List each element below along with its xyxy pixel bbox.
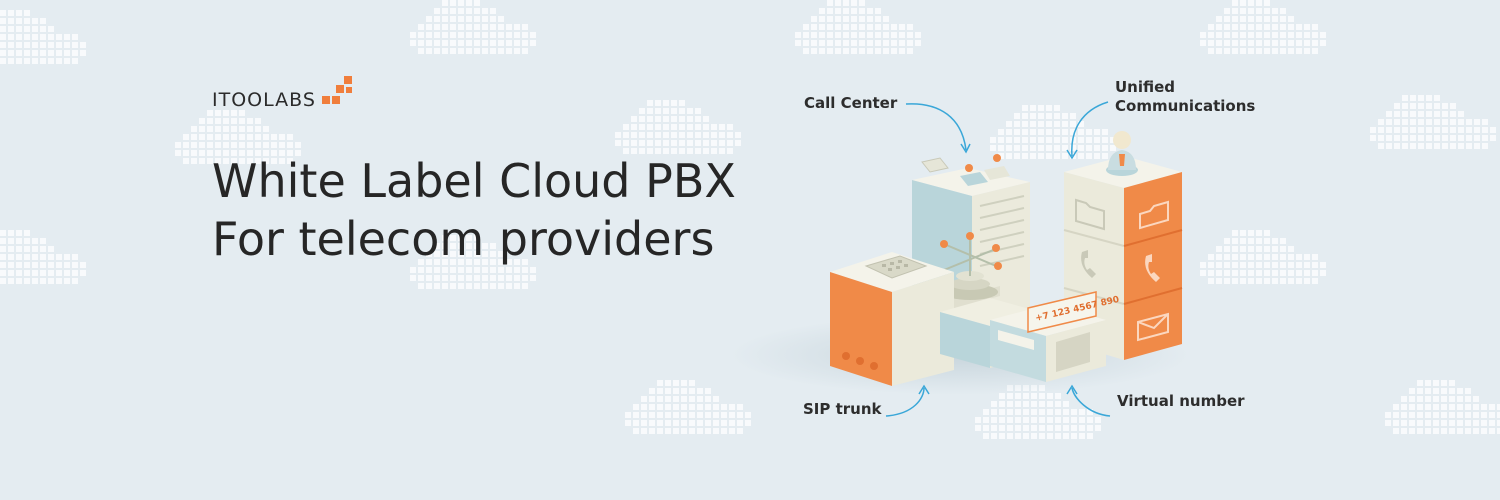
cloud-icon [1200, 0, 1326, 54]
cloud-icon [615, 100, 741, 154]
headline-line-2: For telecom providers [212, 212, 715, 266]
antenna [940, 232, 1002, 310]
cloud-icon [410, 0, 536, 54]
cloud-icon [975, 385, 1101, 439]
cloud-icon [0, 10, 86, 64]
logo-text: ITOOLABS [212, 89, 316, 111]
folder-icon [1075, 198, 1169, 231]
person-icon [1106, 131, 1138, 176]
cloud-icon [625, 380, 751, 434]
label-virtual-number: Virtual number [1117, 392, 1245, 410]
label-sip-trunk: SIP trunk [803, 400, 882, 418]
callout-arrows [885, 101, 1111, 417]
cloud-icon [1200, 230, 1326, 284]
logo: ITOOLABS [212, 76, 354, 110]
cloud-icon [795, 0, 921, 54]
envelope-icon [1137, 312, 1169, 342]
cloud-icon [1385, 380, 1500, 434]
phone-icon [1081, 250, 1160, 282]
headline-line-1: White Label Cloud PBX [212, 154, 736, 208]
logo-mark-icon [321, 76, 352, 104]
cloud-icon [410, 235, 536, 289]
virtual-number-building: +7 123 4567 890 [990, 291, 1120, 382]
cloud-icon [0, 230, 86, 284]
headline: White Label Cloud PBX For telecom provid… [212, 152, 736, 268]
label-unified-line-1: Unified [1115, 78, 1176, 96]
label-unified-line-2: Communications [1115, 97, 1256, 115]
sip-trunk-box [830, 252, 954, 386]
label-unified-communications: Unified Communications [1115, 78, 1255, 116]
label-call-center: Call Center [804, 94, 898, 112]
cloud-icon [1370, 95, 1496, 149]
cloud-icon [175, 110, 301, 164]
